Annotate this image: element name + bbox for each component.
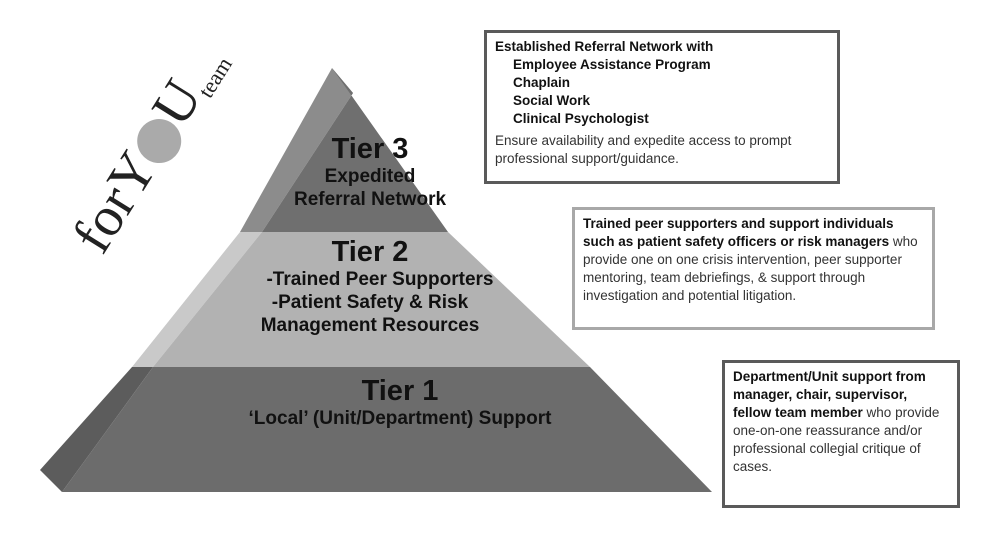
box-heading: Established Referral Network with bbox=[495, 39, 714, 54]
tier3-title: Tier 3 bbox=[331, 133, 409, 165]
referral-item: Chaplain bbox=[513, 75, 571, 90]
pyramid-tier3 bbox=[262, 68, 448, 232]
tier1-description-box: Department/Unit support from manager, ch… bbox=[722, 360, 960, 508]
tier1-line: ‘Local’ (Unit/Department) Support bbox=[248, 408, 552, 429]
tier3-description-box: Established Referral Network with Employ… bbox=[484, 30, 840, 184]
tier3-label: Tier 3 Expedited Referral Network bbox=[250, 133, 490, 211]
pyramid-side-tier3 bbox=[240, 68, 353, 232]
tier3-line: Referral Network bbox=[293, 189, 447, 210]
box-text: who provide one on one crisis interventi… bbox=[583, 234, 918, 303]
tier2-title: Tier 2 bbox=[331, 236, 409, 268]
tier2-line: Management Resources bbox=[260, 315, 480, 336]
box-bold-text: Department/Unit support from manager, ch… bbox=[733, 369, 926, 420]
pyramid-side-tier2 bbox=[132, 232, 262, 367]
box-note: Ensure availability and expedite access … bbox=[495, 133, 792, 166]
box-bold-text: Trained peer supporters and support indi… bbox=[583, 216, 894, 249]
pyramid-tier1 bbox=[62, 367, 712, 492]
tier1-label: Tier 1 ‘Local’ (Unit/Department) Support bbox=[200, 375, 600, 430]
referral-item: Employee Assistance Program bbox=[513, 57, 711, 72]
tier2-line: -Patient Safety & Risk bbox=[271, 292, 469, 313]
pyramid-side-tier1 bbox=[40, 367, 153, 492]
tier2-description-box: Trained peer supporters and support indi… bbox=[572, 207, 935, 330]
box-text: who provide one-on-one reassurance and/o… bbox=[733, 405, 940, 474]
tier1-title: Tier 1 bbox=[361, 375, 439, 407]
tier3-line: Expedited bbox=[324, 166, 416, 187]
referral-item: Clinical Psychologist bbox=[513, 111, 649, 126]
tier2-line: -Trained Peer Supporters bbox=[266, 269, 494, 290]
referral-item: Social Work bbox=[513, 93, 591, 108]
pyramid-tier2 bbox=[153, 232, 590, 367]
tier2-label: Tier 2 -Trained Peer Supporters -Patient… bbox=[220, 236, 520, 337]
